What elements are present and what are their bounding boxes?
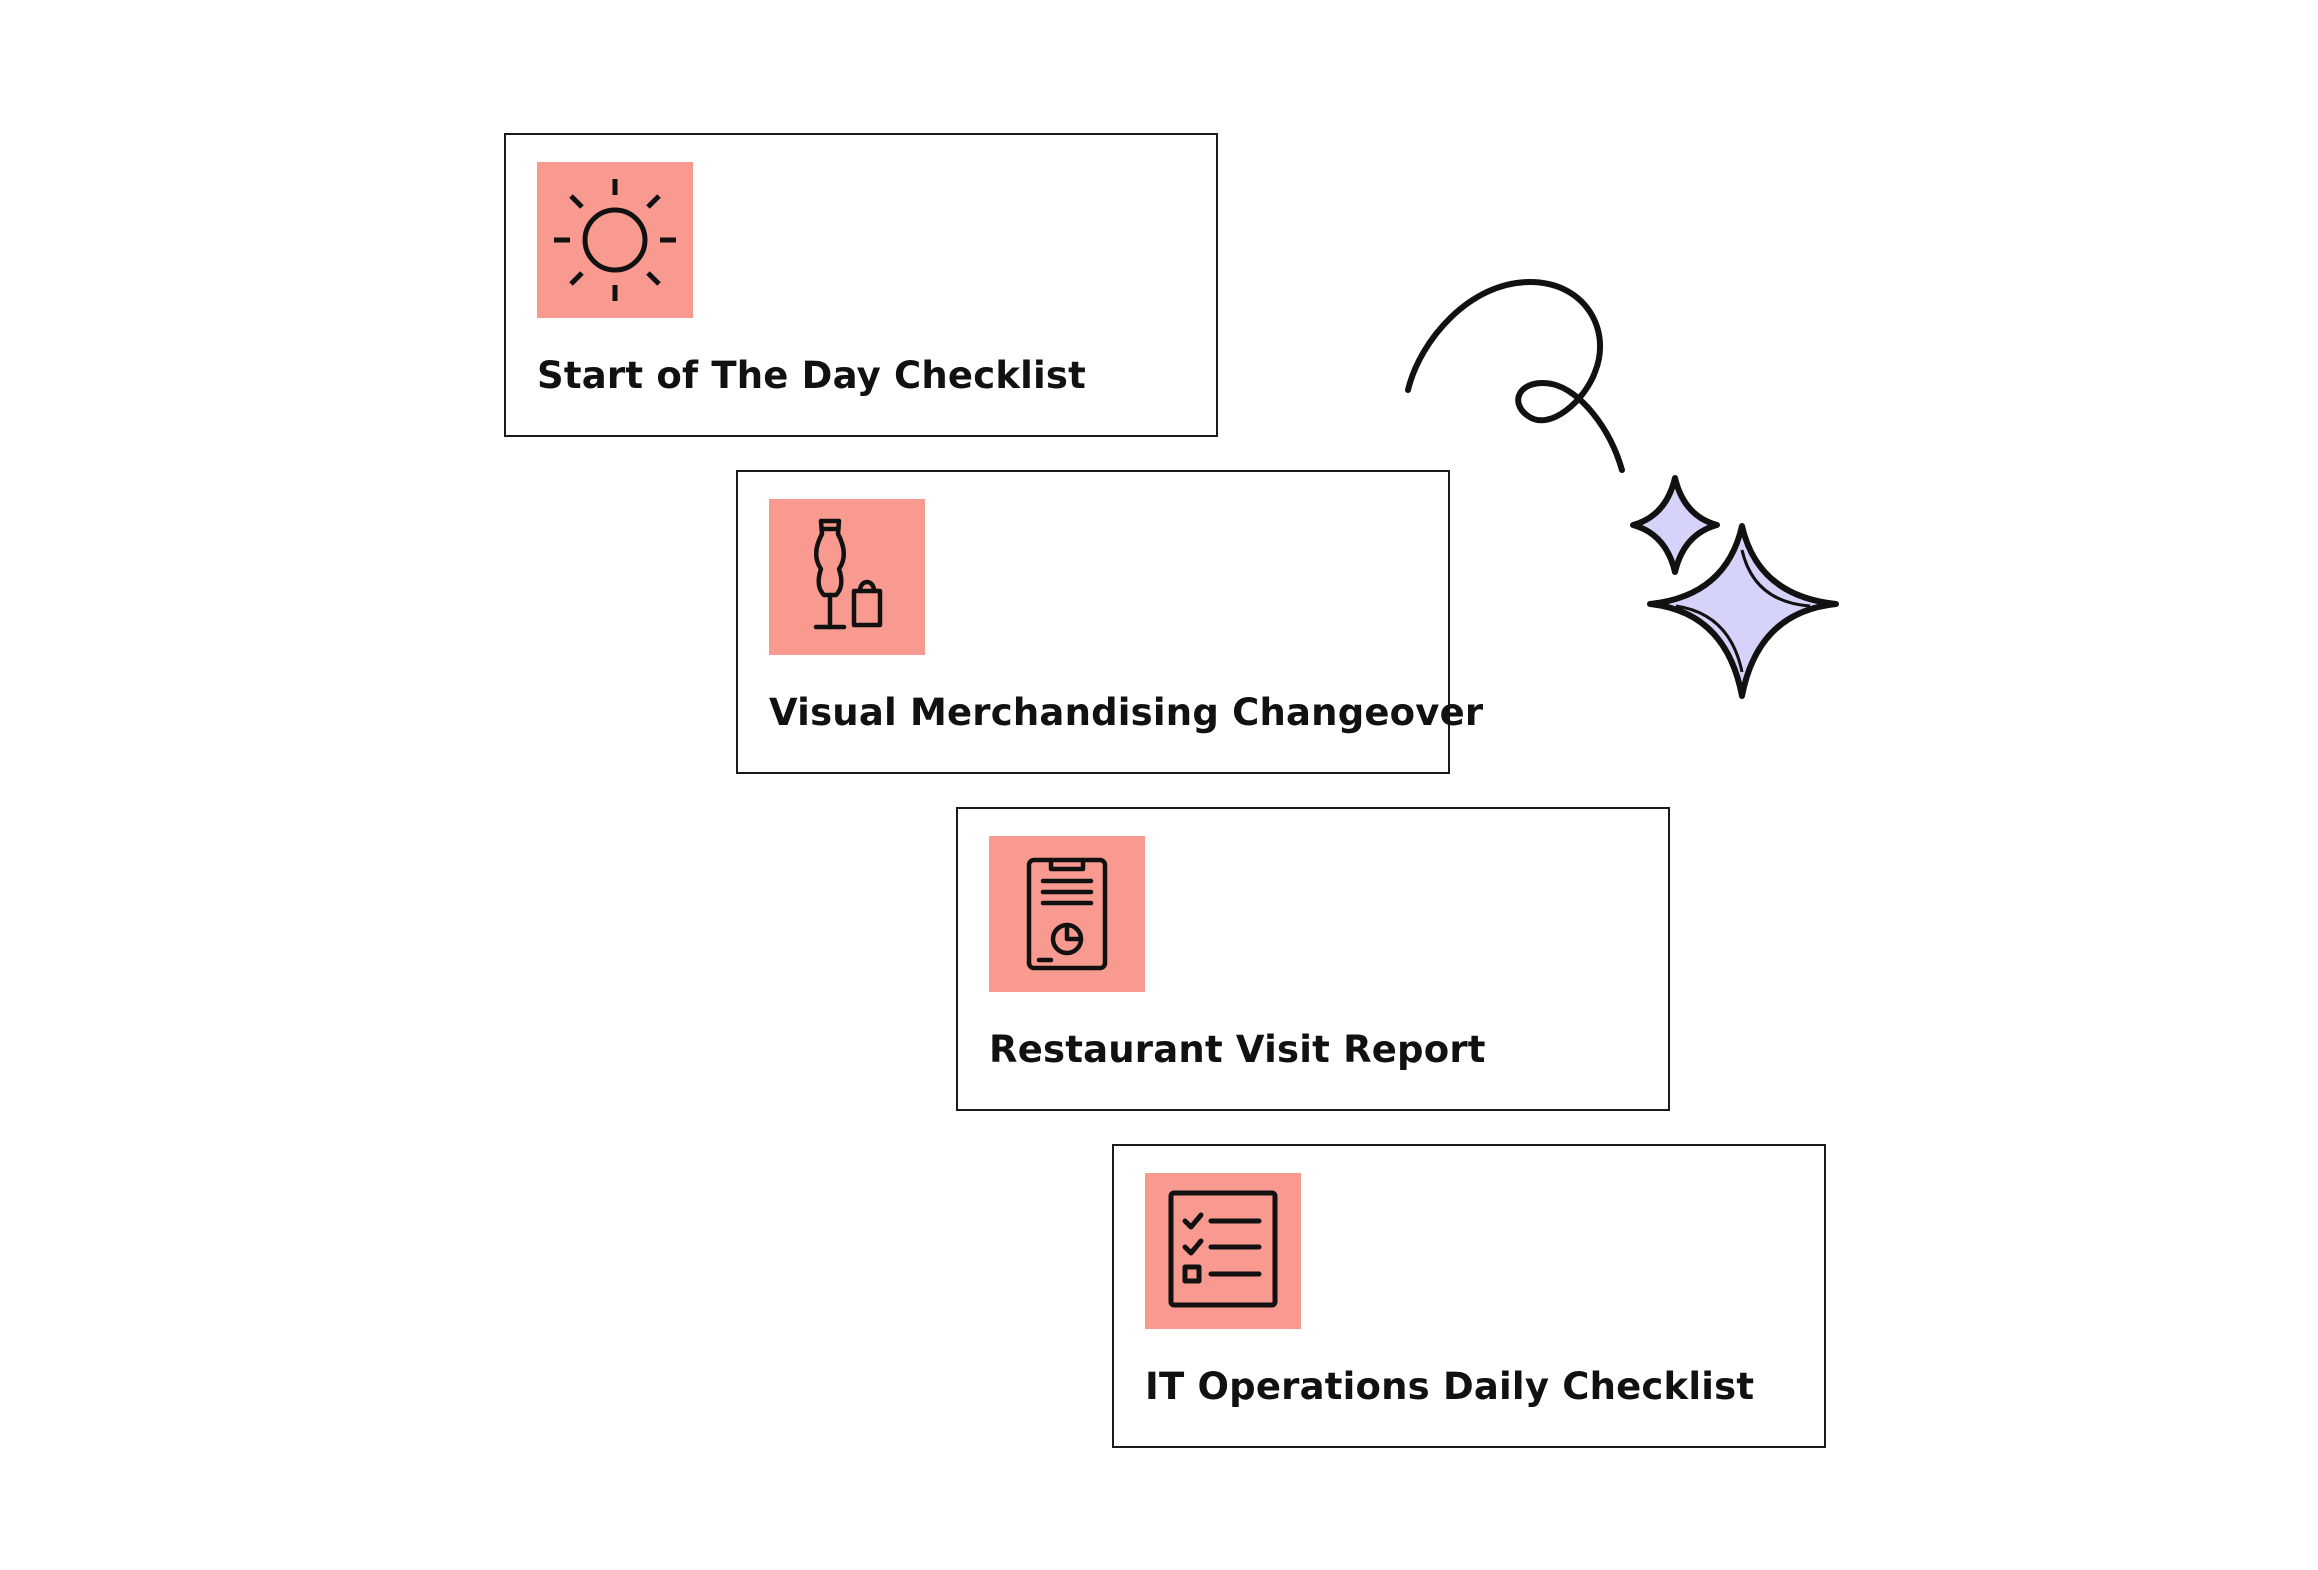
sparkle-small-icon (1630, 475, 1720, 575)
card-title: Visual Merchandising Changeover (769, 691, 1484, 734)
card-title: Start of The Day Checklist (537, 354, 1087, 397)
report-clipboard-icon (989, 836, 1145, 992)
template-card-it-operations[interactable]: IT Operations Daily Checklist (1112, 1144, 1826, 1448)
template-card-start-of-day[interactable]: Start of The Day Checklist (504, 133, 1218, 437)
template-card-restaurant-visit[interactable]: Restaurant Visit Report (956, 807, 1670, 1111)
sparkle-large-icon (1647, 523, 1839, 699)
checklist-icon (1145, 1173, 1301, 1329)
swirl-line (1405, 278, 1625, 473)
card-title: Restaurant Visit Report (989, 1028, 1486, 1071)
template-card-visual-merchandising[interactable]: Visual Merchandising Changeover (736, 470, 1483, 774)
sun-icon (537, 162, 693, 318)
mannequin-shopping-bag-icon (769, 499, 925, 655)
card-title: IT Operations Daily Checklist (1145, 1365, 1755, 1408)
